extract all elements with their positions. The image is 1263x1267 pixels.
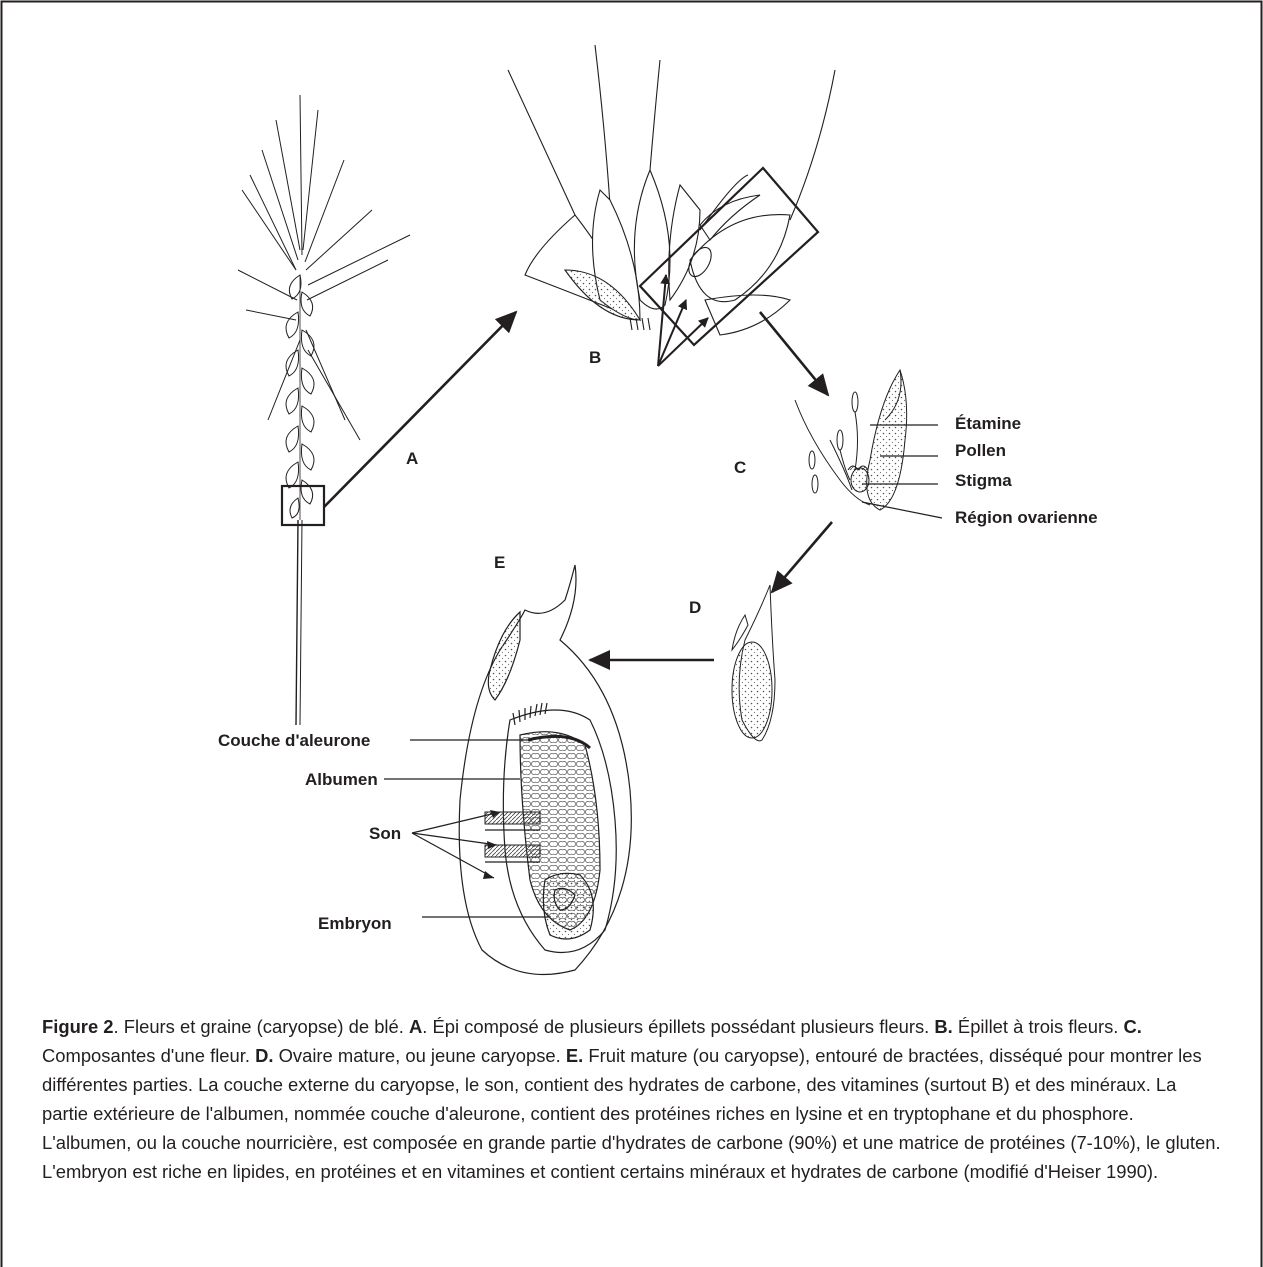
label-pollen: Pollen [955,441,1006,461]
label-d: D [689,598,701,618]
caption-text-b: Épillet à trois fleurs. [953,1016,1124,1037]
caption-figure-label: Figure 2 [42,1016,114,1037]
spikelet-selection-box [282,486,324,525]
label-stamen: Étamine [955,414,1021,434]
caption-key-c: C. [1124,1016,1142,1037]
mature-caryopsis-drawing [459,565,631,975]
caption-intro: . Fleurs et graine (caryopse) de blé. [114,1016,409,1037]
label-bran: Son [369,824,401,844]
young-caryopsis-drawing [732,585,775,741]
arrow-a [324,312,516,507]
caption-key-d: D. [255,1045,273,1066]
caption-key-b: B. [934,1016,952,1037]
label-embryo: Embryon [318,914,392,934]
arrow-c-to-d [772,522,832,592]
label-ovary: Région ovarienne [955,508,1098,528]
spikelet-drawing [508,45,835,335]
wheat-spike [238,95,410,725]
label-b: B [589,348,601,368]
caption-text-c: Composantes d'une fleur. [42,1045,255,1066]
caption-text-d: Ovaire mature, ou jeune caryopse. [274,1045,566,1066]
caption-key-a: A [409,1016,422,1037]
caption-text-a: . Épi composé de plusieurs épillets poss… [422,1016,934,1037]
caption-key-e: E. [566,1045,583,1066]
label-c: C [734,458,746,478]
arrow-b-to-c [760,312,828,395]
label-stigma: Stigma [955,471,1012,491]
flower-drawing [795,370,907,510]
wheat-illustration [0,0,1263,1010]
label-a: A [406,449,418,469]
label-aleurone: Couche d'aleurone [218,731,370,751]
label-albumen: Albumen [305,770,378,790]
figure-caption: Figure 2. Fleurs et graine (caryopse) de… [42,1012,1227,1186]
flower-selection-box [640,168,818,345]
label-e: E [494,553,505,573]
